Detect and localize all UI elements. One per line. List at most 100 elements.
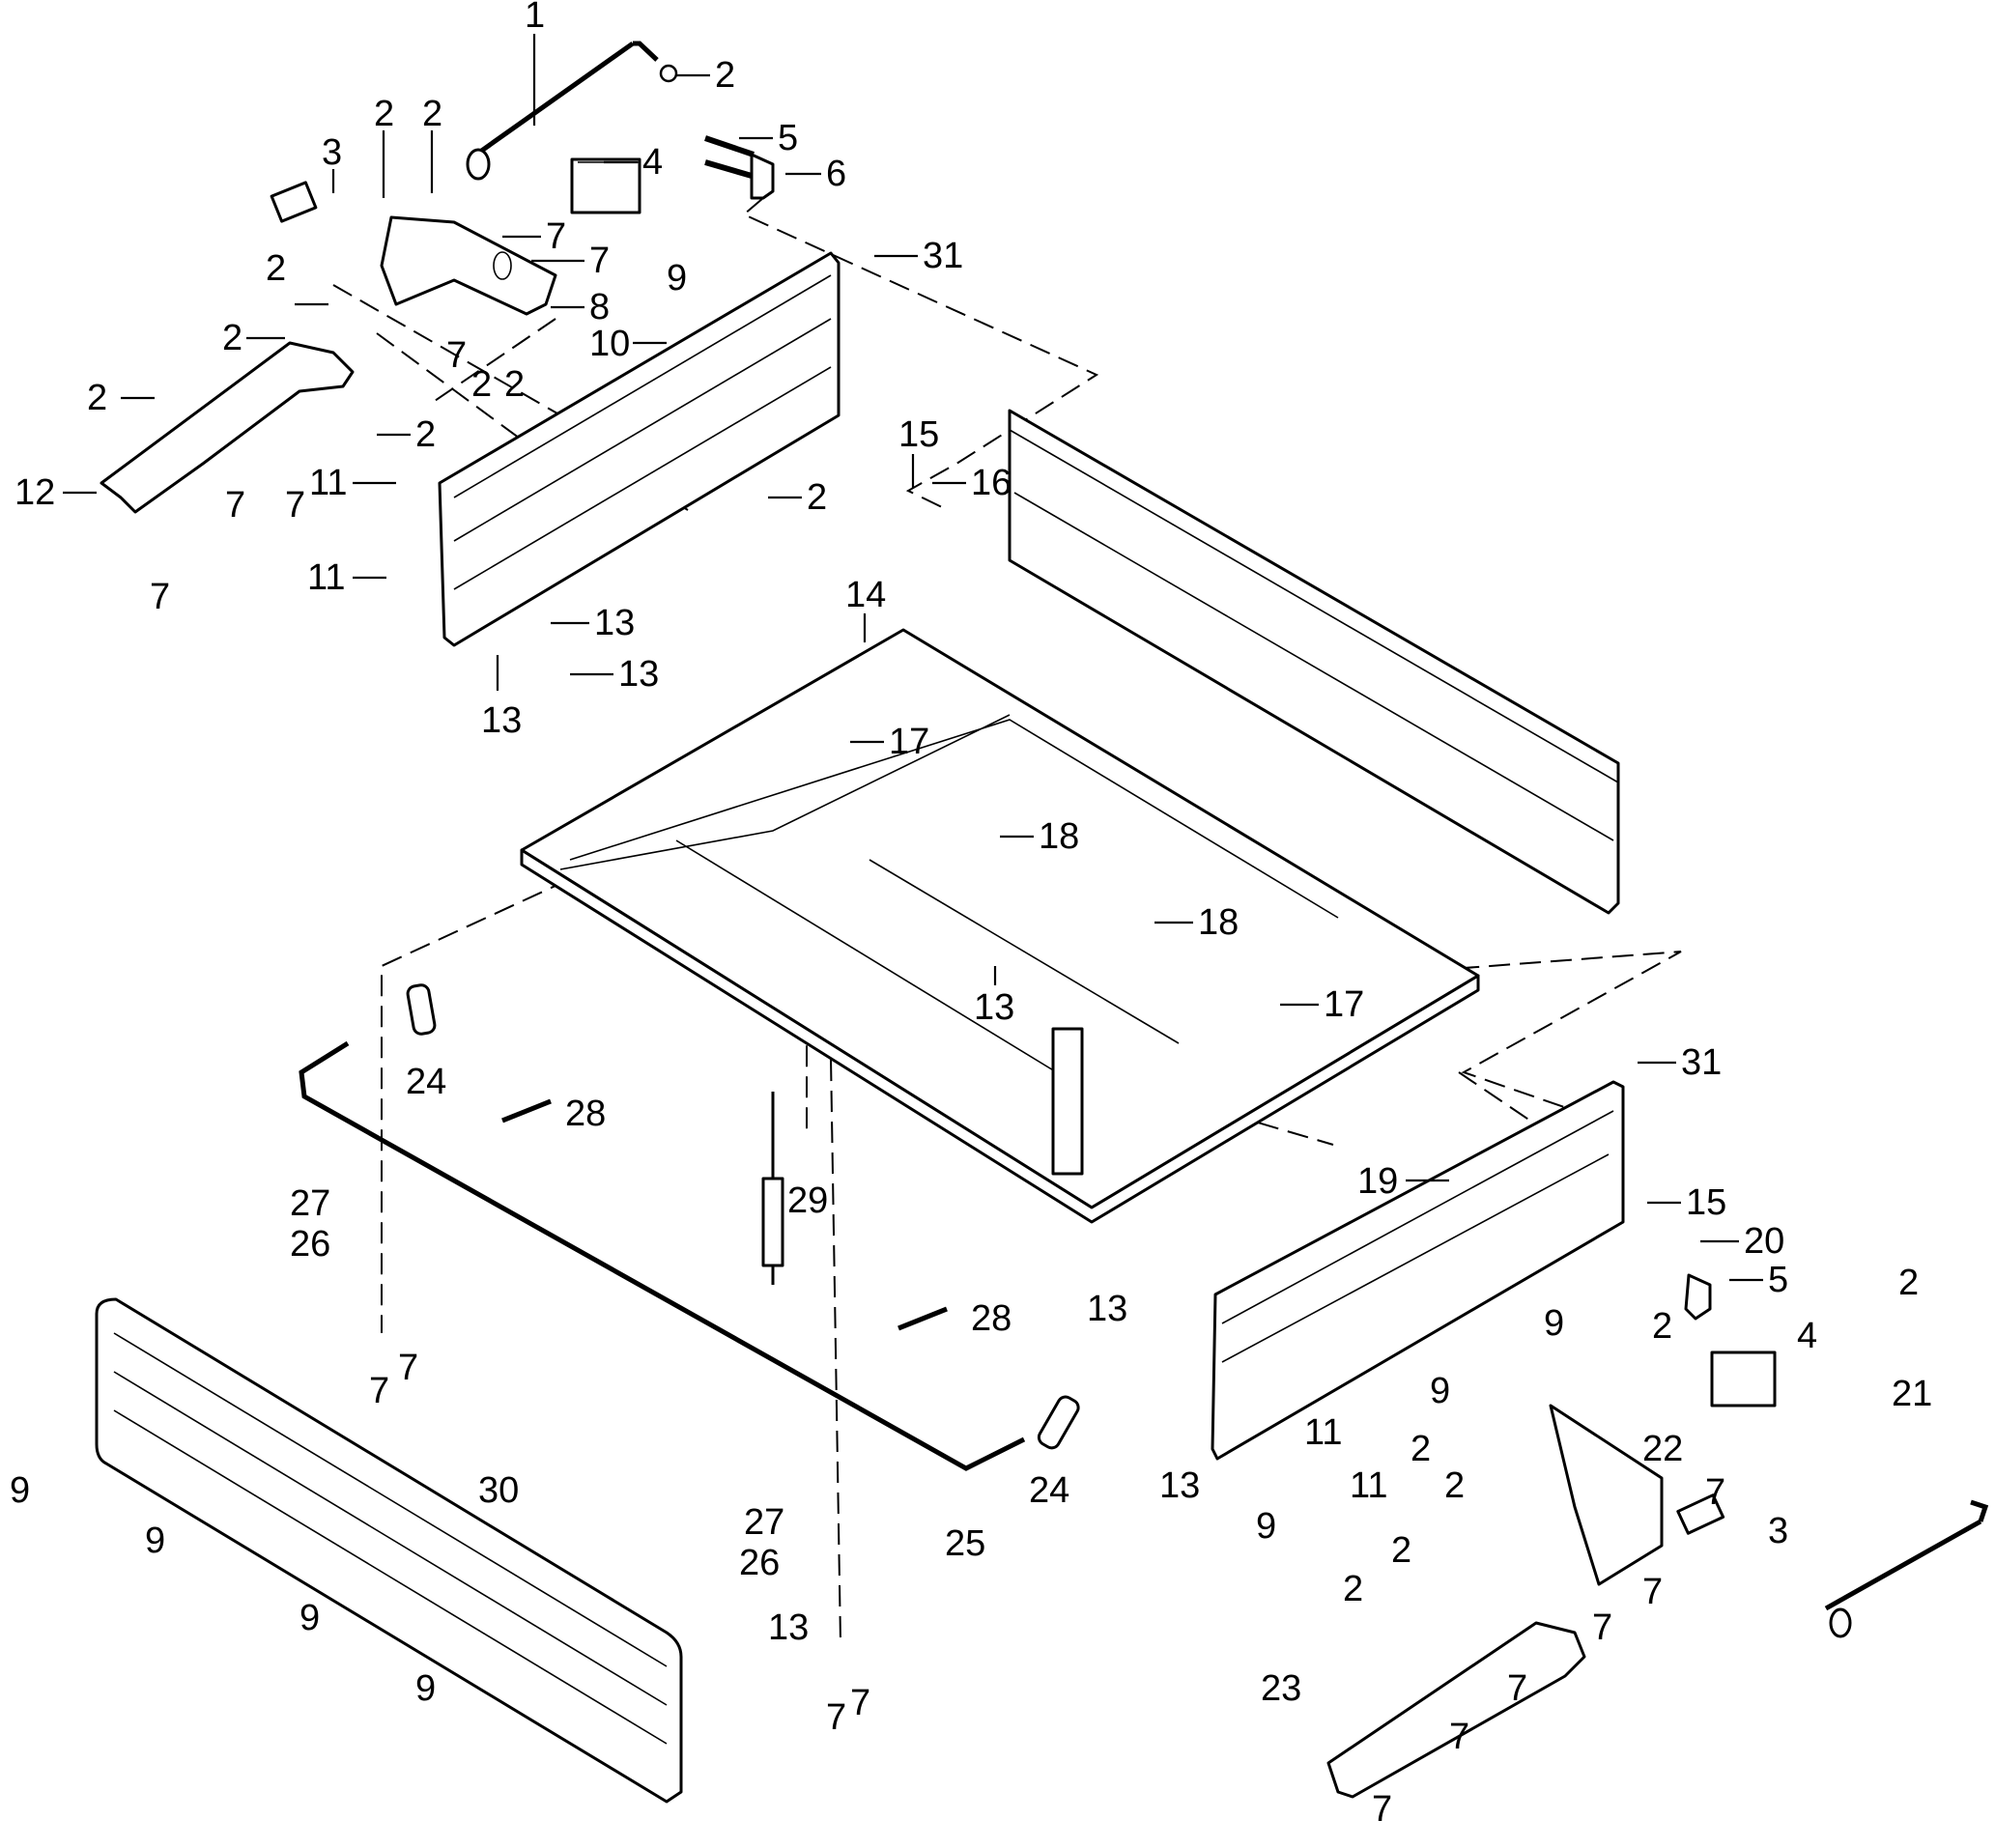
callout-9: 9 xyxy=(145,1521,165,1561)
callout-15: 15 xyxy=(898,414,939,455)
callout-2: 2 xyxy=(1411,1429,1431,1469)
callout-26: 26 xyxy=(739,1543,780,1583)
callout-7: 7 xyxy=(1592,1607,1612,1648)
callout-28: 28 xyxy=(971,1298,1012,1339)
callout-7: 7 xyxy=(1705,1472,1725,1513)
part-29-gas-strut xyxy=(761,1092,784,1285)
callout-7: 7 xyxy=(1449,1717,1469,1757)
callout-7: 7 xyxy=(1642,1572,1663,1612)
callout-15: 15 xyxy=(1686,1182,1726,1223)
callout-2: 2 xyxy=(1444,1465,1465,1506)
callout-21: 21 xyxy=(1892,1374,1932,1414)
callout-27: 27 xyxy=(744,1502,784,1543)
callout-23: 23 xyxy=(1261,1668,1301,1709)
part-3-reflector xyxy=(270,181,318,223)
callout-12: 12 xyxy=(14,472,55,513)
callout-3: 3 xyxy=(322,132,342,173)
callout-2: 2 xyxy=(1343,1569,1363,1609)
callout-2: 2 xyxy=(504,364,525,405)
callout-7: 7 xyxy=(589,241,610,281)
callout-2: 2 xyxy=(1898,1263,1919,1303)
part-22-light-bracket xyxy=(1549,1404,1664,1586)
callout-2: 2 xyxy=(1391,1530,1411,1571)
callout-5: 5 xyxy=(1768,1260,1788,1300)
callout-24: 24 xyxy=(406,1062,446,1102)
callout-19: 19 xyxy=(1357,1161,1398,1202)
callout-14: 14 xyxy=(845,575,886,615)
callout-7: 7 xyxy=(1372,1789,1392,1830)
callout-18: 18 xyxy=(1039,816,1079,857)
callout-11: 11 xyxy=(307,557,345,598)
callout-7: 7 xyxy=(826,1697,846,1738)
callout-29: 29 xyxy=(787,1180,828,1221)
callout-13: 13 xyxy=(618,654,659,695)
callout-9: 9 xyxy=(1544,1303,1564,1344)
leader-lines xyxy=(63,34,1763,1282)
part-8-light-bracket xyxy=(380,215,557,316)
callout-7: 7 xyxy=(1507,1668,1527,1709)
part-30-tailgate xyxy=(95,1297,683,1804)
callout-25: 25 xyxy=(945,1523,985,1564)
callout-31: 31 xyxy=(1681,1042,1722,1083)
part-4-lamp-right xyxy=(1710,1350,1777,1407)
part-20-bracket xyxy=(1684,1273,1712,1321)
part-5-bolts xyxy=(704,135,755,179)
part-28-spring-top xyxy=(501,1098,552,1123)
part-6-bracket xyxy=(750,153,775,200)
callout-30: 30 xyxy=(478,1470,519,1511)
callout-13: 13 xyxy=(481,700,522,741)
callout-5: 5 xyxy=(778,118,798,158)
callout-2: 2 xyxy=(415,414,436,455)
callout-7: 7 xyxy=(369,1371,389,1411)
callout-17: 17 xyxy=(1324,984,1364,1025)
callout-24: 24 xyxy=(1029,1470,1069,1511)
callout-2: 2 xyxy=(266,248,286,289)
callout-13: 13 xyxy=(1087,1289,1127,1329)
callout-2: 2 xyxy=(374,94,394,134)
callout-11: 11 xyxy=(1304,1412,1342,1453)
callout-2: 2 xyxy=(471,364,492,405)
part-4-lamp xyxy=(570,157,641,214)
part-21-pin xyxy=(1824,1499,1989,1638)
part-28-spring-bottom xyxy=(898,1306,948,1331)
callout-27: 27 xyxy=(290,1183,330,1224)
callout-2: 2 xyxy=(222,318,242,358)
callout-labels: 1 2 2 2 3 4 5 6 7 7 2 8 9 31 10 2 7 2 2 … xyxy=(10,0,1932,1830)
callout-13: 13 xyxy=(594,603,635,643)
callout-2: 2 xyxy=(87,378,107,418)
callout-9: 9 xyxy=(1256,1506,1276,1547)
callout-7: 7 xyxy=(398,1348,418,1388)
callout-7: 7 xyxy=(446,335,467,376)
callout-8: 8 xyxy=(589,287,610,327)
callout-7: 7 xyxy=(546,216,566,257)
callout-28: 28 xyxy=(565,1094,606,1134)
callout-2: 2 xyxy=(807,477,827,518)
callout-7: 7 xyxy=(225,485,245,526)
part-1-pin xyxy=(466,41,678,181)
callout-9: 9 xyxy=(667,258,687,299)
callout-2: 2 xyxy=(715,55,735,96)
callout-17: 17 xyxy=(889,722,929,762)
callout-3: 3 xyxy=(1768,1511,1788,1551)
part-14-bed-floor xyxy=(520,628,1480,1224)
callout-7: 7 xyxy=(150,577,170,617)
callout-13: 13 xyxy=(768,1607,809,1648)
callout-7: 7 xyxy=(850,1683,870,1723)
callout-13: 13 xyxy=(974,987,1014,1028)
callout-4: 4 xyxy=(1797,1316,1817,1356)
callout-4: 4 xyxy=(642,142,663,183)
callout-26: 26 xyxy=(290,1224,330,1265)
callout-2: 2 xyxy=(422,94,442,134)
callout-11: 11 xyxy=(1350,1465,1387,1506)
callout-18: 18 xyxy=(1198,902,1239,943)
callout-9: 9 xyxy=(415,1668,436,1709)
callout-6: 6 xyxy=(826,154,846,194)
callout-7: 7 xyxy=(285,485,305,526)
part-12-left-fender-trim xyxy=(100,341,355,514)
part-24-sleeve-top xyxy=(406,983,437,1036)
callout-9: 9 xyxy=(10,1470,30,1511)
part-19-tailgate-side-panel xyxy=(1211,1080,1625,1461)
callout-16: 16 xyxy=(971,463,1012,503)
callout-20: 20 xyxy=(1744,1221,1784,1262)
